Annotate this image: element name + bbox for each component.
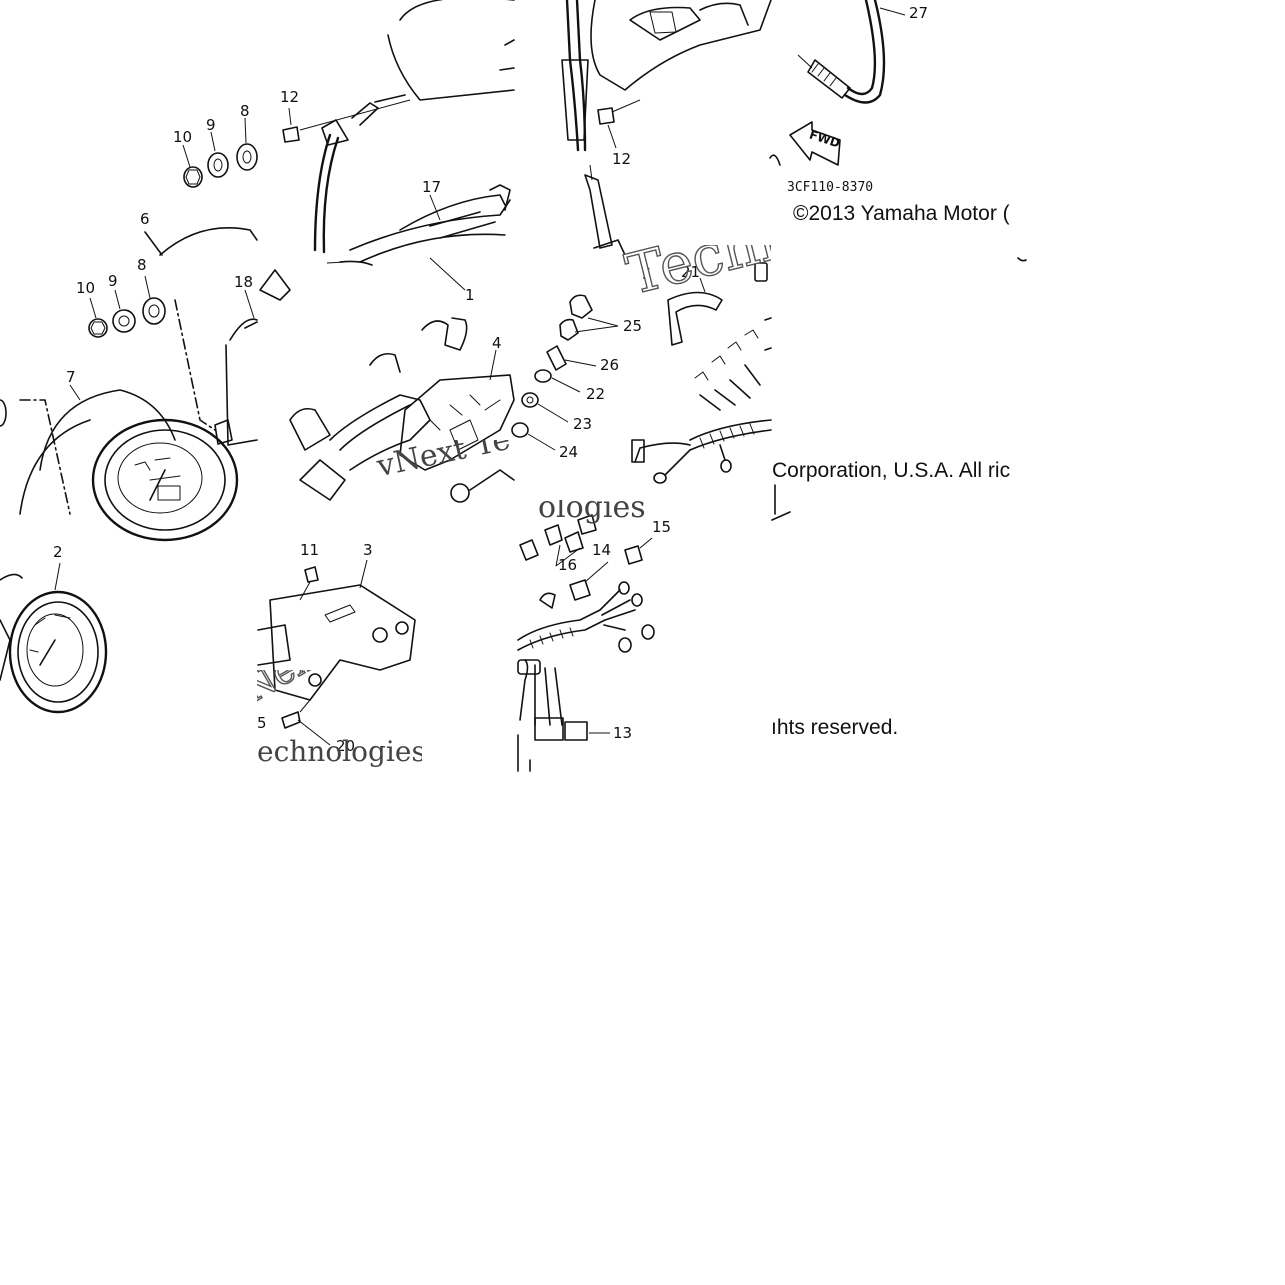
callout-12: 12: [612, 150, 632, 168]
watermark-text: vNext Te: [374, 440, 514, 485]
wiring-harness-lower: [517, 514, 655, 772]
callout-14: 14: [592, 541, 612, 559]
part-code: 3CF110-8370: [787, 180, 874, 195]
callout-3: 3: [363, 541, 373, 559]
callout-22: 22: [586, 385, 606, 403]
callout-4: 4: [492, 334, 502, 352]
callout-12: 12: [280, 88, 300, 106]
callout-9: 9: [206, 116, 216, 134]
watermark-fragment-d: echnologies: [257, 725, 422, 771]
callout-13: 13: [613, 724, 633, 742]
watermark-text: Techno: [620, 245, 771, 309]
callout-6: 6: [140, 210, 150, 228]
callout-1: 1: [465, 286, 475, 304]
callout-17: 17: [422, 178, 442, 196]
watermark-fragment-c: ologies: [514, 500, 674, 536]
callout-8: 8: [137, 256, 147, 274]
callout-11: 11: [300, 541, 320, 559]
wiring-harness-upper: [511, 262, 772, 484]
callout-2: 2: [53, 543, 63, 561]
callout-9: 9: [108, 272, 118, 290]
copyright-fragment-1: ©2013 Yamaha Motor (: [771, 200, 1028, 230]
speedometer-meter: [0, 227, 258, 542]
cable-end-fwd: [769, 0, 906, 166]
right-fragment: [771, 257, 1027, 521]
washers-top-left: [144, 117, 258, 256]
copyright-line-3: ıhts reserved.: [771, 716, 899, 739]
copyright-fragment-3: ıhts reserved.: [771, 714, 1028, 744]
callout-23: 23: [573, 415, 593, 433]
copyright-fragment-2: Corporation, U.S.A. All ric: [771, 457, 1028, 487]
copyright-line-2: Corporation, U.S.A. All ric: [772, 459, 1011, 482]
tachometer-housing-top: [561, 0, 772, 256]
watermark-text: Next: [257, 670, 334, 712]
callout-26: 26: [600, 356, 620, 374]
callout-7: 7: [66, 368, 76, 386]
watermark-fragment-e: Next: [257, 670, 337, 730]
speedometer-cable-top: [282, 0, 515, 263]
callout-25: 25: [623, 317, 643, 335]
callout-15: 15: [652, 518, 672, 536]
callout-24: 24: [559, 443, 579, 461]
watermark-fragment-b: vNext Te: [372, 440, 514, 514]
callout-10: 10: [76, 279, 96, 297]
indicator-bracket-assembly: [259, 257, 515, 503]
callout-16: 16: [558, 556, 578, 574]
callout-5: 5: [642, 265, 652, 283]
watermark-fragment-a: Techno: [620, 245, 771, 325]
callout-18: 18: [234, 273, 254, 291]
watermark-text: echnologies: [257, 735, 422, 768]
callout-10: 10: [173, 128, 193, 146]
callout-5: 5: [257, 714, 267, 732]
meter-bracket: [257, 559, 416, 746]
callout-21: 21: [681, 263, 701, 281]
copyright-line-1: ©2013 Yamaha Motor (: [793, 202, 1010, 225]
fwd-arrow-icon: [789, 121, 841, 166]
callout-8: 8: [240, 102, 250, 120]
callout-20: 20: [336, 737, 356, 755]
watermark-text: ologies: [538, 500, 646, 525]
tachometer-meter: [0, 562, 108, 714]
callout-27: 27: [909, 4, 929, 22]
